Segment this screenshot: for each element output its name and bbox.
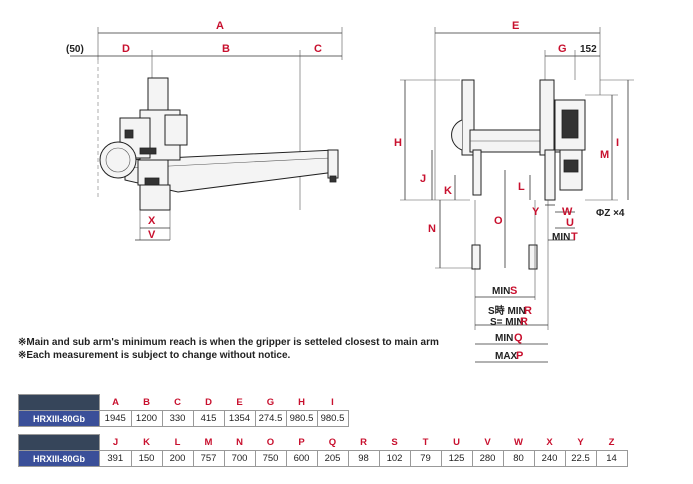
dim-label-o: O [494, 215, 503, 227]
dim-label-l: L [518, 181, 525, 193]
table-cell: 274.5 [254, 410, 287, 427]
table-cell: 79 [409, 450, 442, 467]
dim-label-minr1: R [524, 305, 532, 317]
dim-label-minq: Q [514, 332, 523, 344]
table-header: D [193, 394, 224, 411]
dim-label-x: X [148, 215, 156, 227]
dim-label-g: G [558, 43, 567, 55]
table-header: W [503, 434, 534, 451]
table-header: N [224, 434, 255, 451]
table-cell: 757 [192, 450, 225, 467]
table-header: Z [596, 434, 627, 451]
dim-label-offset: (50) [66, 44, 84, 55]
model-name: HRXIII-80Gb [18, 450, 100, 467]
table-cell: 330 [161, 410, 194, 427]
dim-label-i: I [616, 137, 619, 149]
table-header: G [255, 394, 286, 411]
table-cell: 240 [533, 450, 566, 467]
table-header: I [317, 394, 348, 411]
dim-label-w: W [562, 206, 573, 218]
table-header: S [379, 434, 410, 451]
table-cell: 1200 [130, 410, 163, 427]
table-cell: 14 [595, 450, 628, 467]
table-header: X [534, 434, 565, 451]
dim-label-y: Y [532, 206, 540, 218]
dim-label-n: N [428, 223, 436, 235]
table-cell: 22.5 [564, 450, 597, 467]
dim-label-mint: T [571, 231, 578, 243]
dim-label-mins: S [510, 285, 517, 297]
note-line: ※Each measurement is subject to change w… [18, 350, 291, 361]
table-cell: 80 [502, 450, 535, 467]
dim-label-152: 152 [580, 44, 597, 55]
table-header: V [472, 434, 503, 451]
dim-label-minr2: R [520, 316, 528, 328]
table-header: U [441, 434, 472, 451]
table-cell: 125 [440, 450, 473, 467]
table-header: H [286, 394, 317, 411]
dim-label-b: B [222, 43, 230, 55]
table-header: R [348, 434, 379, 451]
dim-label-h: H [394, 137, 402, 149]
spec-table-1: A B C D E G H I HRXIII-80Gb 1945 1200 33… [18, 394, 349, 427]
dim-label-a: A [216, 20, 224, 32]
dim-label-mins-pre: MIN [492, 286, 510, 297]
table-header: A [99, 394, 131, 411]
table-header: Y [565, 434, 596, 451]
table-cell: 1945 [99, 410, 132, 427]
table-cell: 600 [285, 450, 318, 467]
model-name: HRXIII-80Gb [18, 410, 100, 427]
dim-label-mint-pre: MIN [552, 232, 570, 243]
dim-label-d: D [122, 43, 130, 55]
dim-label-c: C [314, 43, 322, 55]
table-cell: 700 [223, 450, 256, 467]
table-cell: 150 [130, 450, 163, 467]
dim-label-m: M [600, 149, 609, 161]
dim-label-e: E [512, 20, 519, 32]
table-header: L [162, 434, 193, 451]
table-cell: 980.5 [285, 410, 318, 427]
dim-label-maxp-pre: MAX [495, 351, 518, 362]
table-header: E [224, 394, 255, 411]
dimension-drawing-lower: MIN Q MAX P [475, 332, 548, 363]
table-header: C [162, 394, 193, 411]
dim-label-j: J [420, 173, 426, 185]
dim-label-v: V [148, 229, 156, 241]
dim-label-k: K [444, 185, 452, 197]
side-view: A (50) D B C X V [66, 20, 343, 241]
notes: ※Main and sub arm's minimum reach is whe… [18, 336, 439, 362]
table-cell: 1354 [223, 410, 256, 427]
dim-label-phiz: ΦZ ×4 [596, 208, 625, 219]
table-cell: 391 [99, 450, 132, 467]
table-cell: 280 [471, 450, 504, 467]
front-view: E G 152 H J K N O L M I [394, 20, 634, 330]
dim-label-u: U [566, 217, 574, 229]
table-cell: 205 [316, 450, 349, 467]
table-cell: 98 [347, 450, 380, 467]
table-cell: 415 [192, 410, 225, 427]
dim-label-minr2-pre: S= MIN [490, 317, 524, 328]
table-header: O [255, 434, 286, 451]
table-cell: 750 [254, 450, 287, 467]
note-line: ※Main and sub arm's minimum reach is whe… [18, 337, 439, 348]
table-cell: 980.5 [316, 410, 349, 427]
table-header: P [286, 434, 317, 451]
dimension-drawing: A (50) D B C X V [66, 20, 634, 330]
table-header: Q [317, 434, 348, 451]
table-cell: 200 [161, 450, 194, 467]
spec-table-2: J K L M N O P Q R S T U V W X Y Z HRXIII… [18, 434, 628, 467]
dim-label-minq-pre: MIN [495, 333, 513, 344]
table-header: M [193, 434, 224, 451]
table-cell: 102 [378, 450, 411, 467]
table-header: K [131, 434, 162, 451]
dim-label-minr1-pre: S時 MIN [488, 304, 526, 317]
table-header: T [410, 434, 441, 451]
dim-label-maxp: P [516, 350, 523, 362]
table-header: B [131, 394, 162, 411]
table-header: J [99, 434, 131, 451]
